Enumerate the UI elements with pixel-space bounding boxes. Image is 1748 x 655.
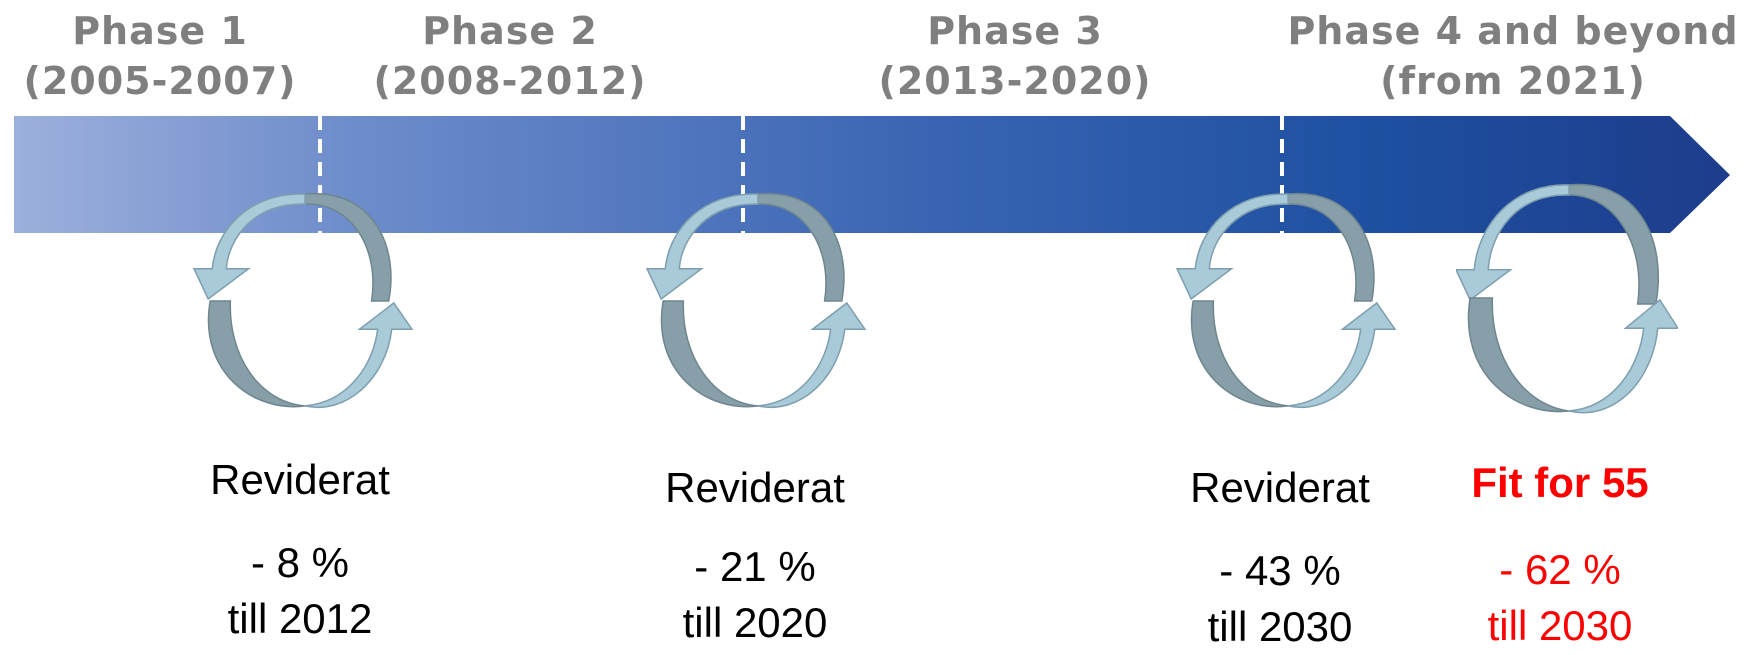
reduction-value: - 62 %	[1499, 546, 1621, 593]
phase-1-header: Phase 1 (2005-2007)	[10, 6, 310, 106]
review-caption-3: Reviderat - 43 % till 2030	[1130, 463, 1430, 655]
phase-4-header: Phase 4 and beyond (from 2021)	[1278, 6, 1748, 106]
phase-period: (from 2021)	[1380, 59, 1646, 103]
target-year: till 2030	[1487, 602, 1633, 649]
phase-name: Phase 3	[927, 9, 1103, 53]
review-title: Reviderat	[210, 456, 390, 503]
phase-2-header: Phase 2 (2008-2012)	[360, 6, 660, 106]
phase-3-header: Phase 3 (2013-2020)	[865, 6, 1165, 106]
fit-for-55-caption: Fit for 55 - 62 % till 2030	[1420, 458, 1700, 654]
phase-period: (2008-2012)	[373, 59, 647, 103]
reduction-value: - 21 %	[694, 543, 816, 590]
review-title: Reviderat	[1190, 464, 1370, 511]
reduction-value: - 8 %	[250, 539, 350, 586]
phase-name: Phase 4 and beyond	[1287, 9, 1739, 53]
phase-name: Phase 2	[422, 9, 598, 53]
review-caption-2: Reviderat - 21 % till 2020	[605, 463, 905, 651]
review-title: Fit for 55	[1471, 459, 1649, 506]
review-caption-1: Reviderat - 8 % till 2012	[150, 455, 450, 647]
phase-name: Phase 1	[72, 9, 248, 53]
target-year: till 2030	[1207, 603, 1353, 650]
target-year: till 2020	[682, 599, 828, 646]
cycle-arrows-icon	[1456, 183, 1678, 414]
cycle-arrows-icon	[192, 192, 414, 408]
cycle-arrows-icon	[645, 192, 867, 408]
review-title: Reviderat	[665, 464, 845, 511]
cycle-arrows-icon	[1175, 192, 1397, 408]
phase-period: (2013-2020)	[878, 59, 1152, 103]
phase-period: (2005-2007)	[23, 59, 297, 103]
reduction-value: - 43 %	[1219, 547, 1341, 594]
target-year: till 2012	[227, 595, 373, 642]
